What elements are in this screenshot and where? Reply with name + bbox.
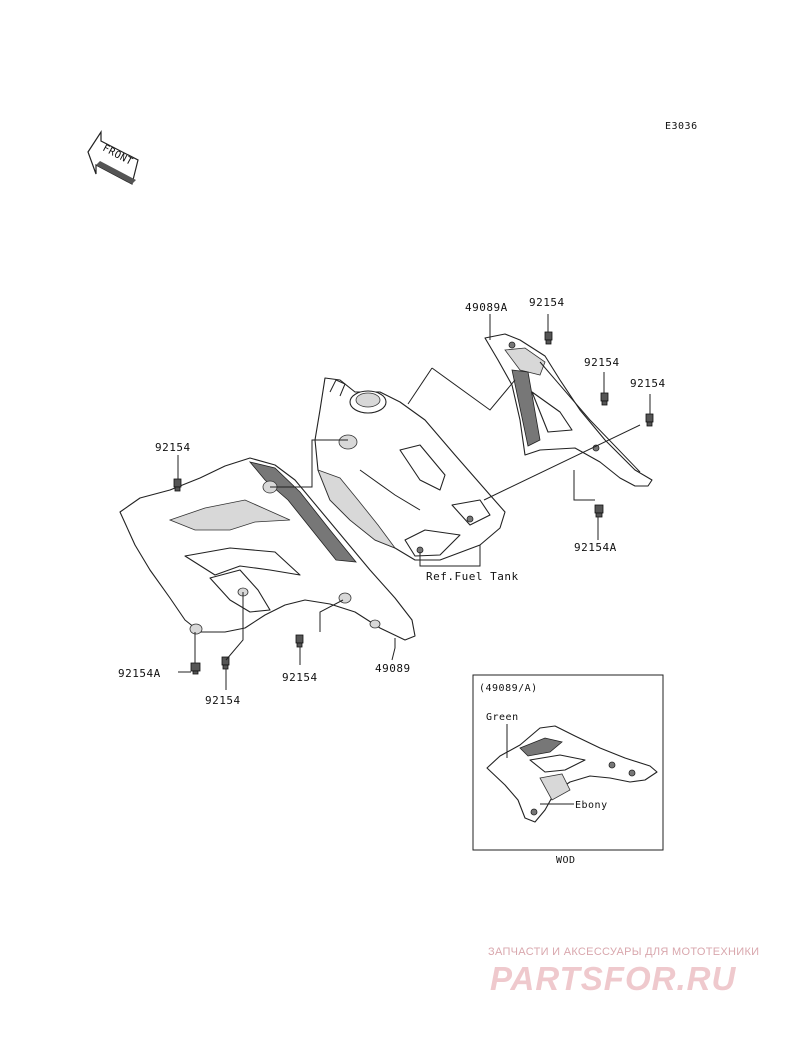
inset-green-label: Green <box>486 712 519 723</box>
bolt-icons <box>173 331 654 675</box>
bolt-icon <box>594 504 604 518</box>
bolt-icon <box>600 392 609 406</box>
part-label-49089: 49089 <box>375 662 411 675</box>
watermark-logo[interactable]: PARTSFOR.RU <box>490 960 737 997</box>
bolt-icon <box>544 331 553 345</box>
inset-shroud-drawing <box>486 725 658 823</box>
part-label-92154-top: 92154 <box>529 296 565 309</box>
part-label-92154-bottom: 92154 <box>205 694 241 707</box>
bolt-icon <box>190 662 201 675</box>
part-label-92154a-right: 92154A <box>574 541 617 554</box>
diagram-code: E3036 <box>665 121 698 132</box>
front-arrow-icon: FRONT <box>87 129 139 185</box>
part-label-92154-left: 92154 <box>155 441 191 454</box>
watermark-tagline: ЗАПЧАСТИ И АКСЕССУАРЫ ДЛЯ МОТОТЕХНИКИ <box>488 946 760 958</box>
ref-fuel-tank-label: Ref.Fuel Tank <box>426 570 519 583</box>
inset-ebony-label: Ebony <box>575 800 608 811</box>
part-label-92154-upper-right: 92154 <box>584 356 620 369</box>
part-label-49089a: 49089A <box>465 301 508 314</box>
leader-lines <box>177 314 651 690</box>
bolt-icon <box>645 413 654 427</box>
color-variant-inset: (49089/A) Green Ebony WOD <box>472 674 664 866</box>
bolt-icon <box>221 656 230 670</box>
part-label-92154-right: 92154 <box>630 377 666 390</box>
bolt-icon <box>173 478 182 492</box>
inset-caption: WOD <box>556 855 576 866</box>
bolt-icon <box>295 634 304 648</box>
fuel-tank-drawing <box>314 377 506 561</box>
part-label-92154a-left: 92154A <box>118 667 161 680</box>
inset-title: (49089/A) <box>479 683 538 694</box>
right-shroud-drawing <box>484 333 653 487</box>
part-label-92154-center: 92154 <box>282 671 318 684</box>
